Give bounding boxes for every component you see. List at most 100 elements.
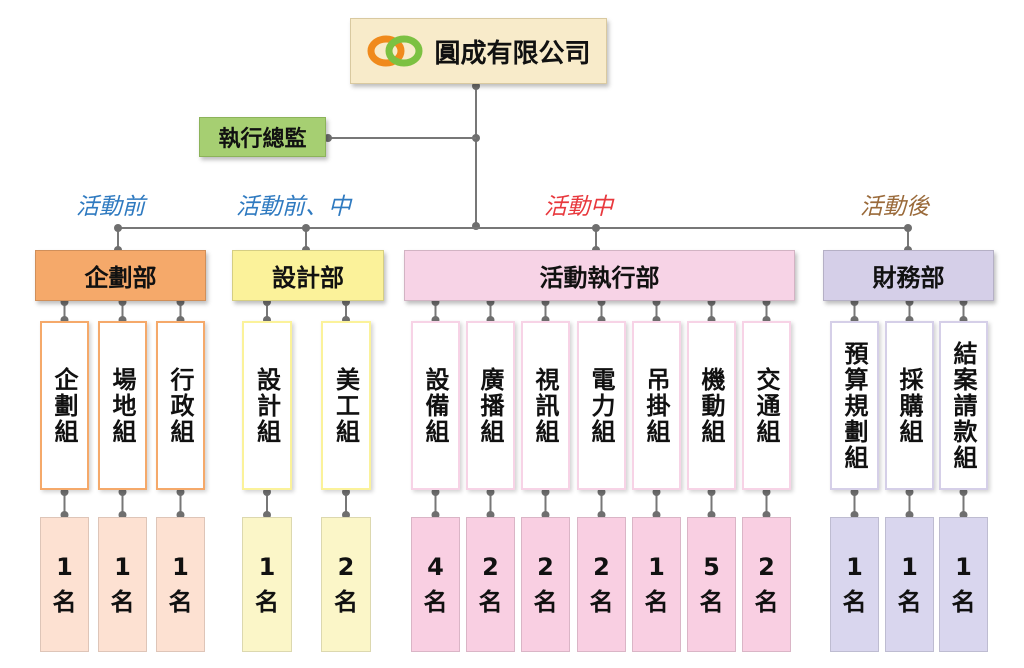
team-name: 預算規劃組 [840,340,868,471]
team-name: 採購組 [895,366,923,445]
team-name: 視訊組 [531,366,559,445]
staff-count: 4 [427,553,444,582]
phase-label-finance: 活動後 [860,194,929,220]
phase-label-planning: 活動前 [76,194,145,220]
staff-unit: 名 [644,587,669,616]
phase-label-exec: 活動中 [544,194,613,220]
staff-count: 1 [901,553,918,582]
connector-dot [904,224,912,232]
connector-dot [592,224,600,232]
connector-dot [905,488,914,496]
team-name: 行政組 [166,366,194,445]
staff-unit: 名 [951,587,976,616]
department-name: 設計部 [272,264,344,292]
staff-unit: 名 [754,587,779,616]
staff-unit: 名 [897,587,922,616]
phase-label-design: 活動前、中 [236,194,351,220]
department-exec: 活動執行部 [404,250,795,301]
staff-unit: 名 [589,587,614,616]
interlocking-rings-logo-icon [367,35,423,67]
department-planning: 企劃部 [35,250,206,301]
team-box: 結案請款組 [939,321,988,490]
connector-dot [431,488,440,496]
staff-unit: 名 [478,587,503,616]
team-box: 交通組 [742,321,791,490]
staff-unit: 名 [334,587,358,616]
staff-unit: 名 [168,587,193,616]
connector-dot [342,488,350,496]
team-box: 採購組 [885,321,934,490]
staff-count: 2 [593,553,610,582]
team-name: 設計組 [252,366,281,445]
team-name: 吊掛組 [642,366,670,445]
ceo-node: 執行總監 [199,117,326,157]
department-design: 設計部 [232,250,384,301]
staff-count: 2 [337,553,355,582]
staff-count: 2 [758,553,775,582]
team-name: 場地組 [108,366,136,445]
staff-count: 1 [955,553,972,582]
team-box: 機動組 [687,321,736,490]
connector-dot [114,224,122,232]
connector-dot [472,82,480,90]
department-finance: 財務部 [823,250,994,301]
staff-unit: 名 [533,587,558,616]
staff-count: 1 [114,553,131,582]
connector-dot [324,134,332,142]
connector-dot [597,488,606,496]
team-box: 廣播組 [466,321,515,490]
staff-count: 1 [258,553,276,582]
department-name: 活動執行部 [539,264,660,292]
connector-dot [850,488,859,496]
connector-dot [302,224,310,232]
connector-dot [541,488,550,496]
team-box: 吊掛組 [632,321,681,490]
connector-dot [707,488,716,496]
staff-count: 1 [56,553,73,582]
team-name: 交通組 [752,366,780,445]
team-name: 廣播組 [476,366,504,445]
staff-count: 1 [648,553,665,582]
team-name: 企劃組 [50,366,78,445]
department-name: 財務部 [872,264,945,292]
team-box: 場地組 [98,321,147,490]
team-name: 機動組 [697,366,725,445]
staff-unit: 名 [842,587,867,616]
staff-unit: 名 [255,587,279,616]
staff-unit: 名 [52,587,77,616]
team-name: 美工組 [331,366,360,445]
team-name: 設備組 [421,366,449,445]
staff-count: 2 [537,553,554,582]
staff-count: 2 [482,553,499,582]
team-box: 設計組 [242,321,292,490]
connector-dot [118,488,127,496]
company-node: 圓成有限公司 [350,18,607,84]
department-name: 企劃部 [84,264,157,292]
connector-dot [762,488,771,496]
ceo-title: 執行總監 [218,127,307,152]
connector-dot [263,488,271,496]
team-box: 企劃組 [40,321,89,490]
team-box: 視訊組 [521,321,570,490]
connector-dot [176,488,185,496]
team-box: 電力組 [577,321,626,490]
team-name: 電力組 [587,366,615,445]
staff-unit: 名 [423,587,448,616]
team-box: 預算規劃組 [830,321,879,490]
team-name: 結案請款組 [949,340,977,471]
